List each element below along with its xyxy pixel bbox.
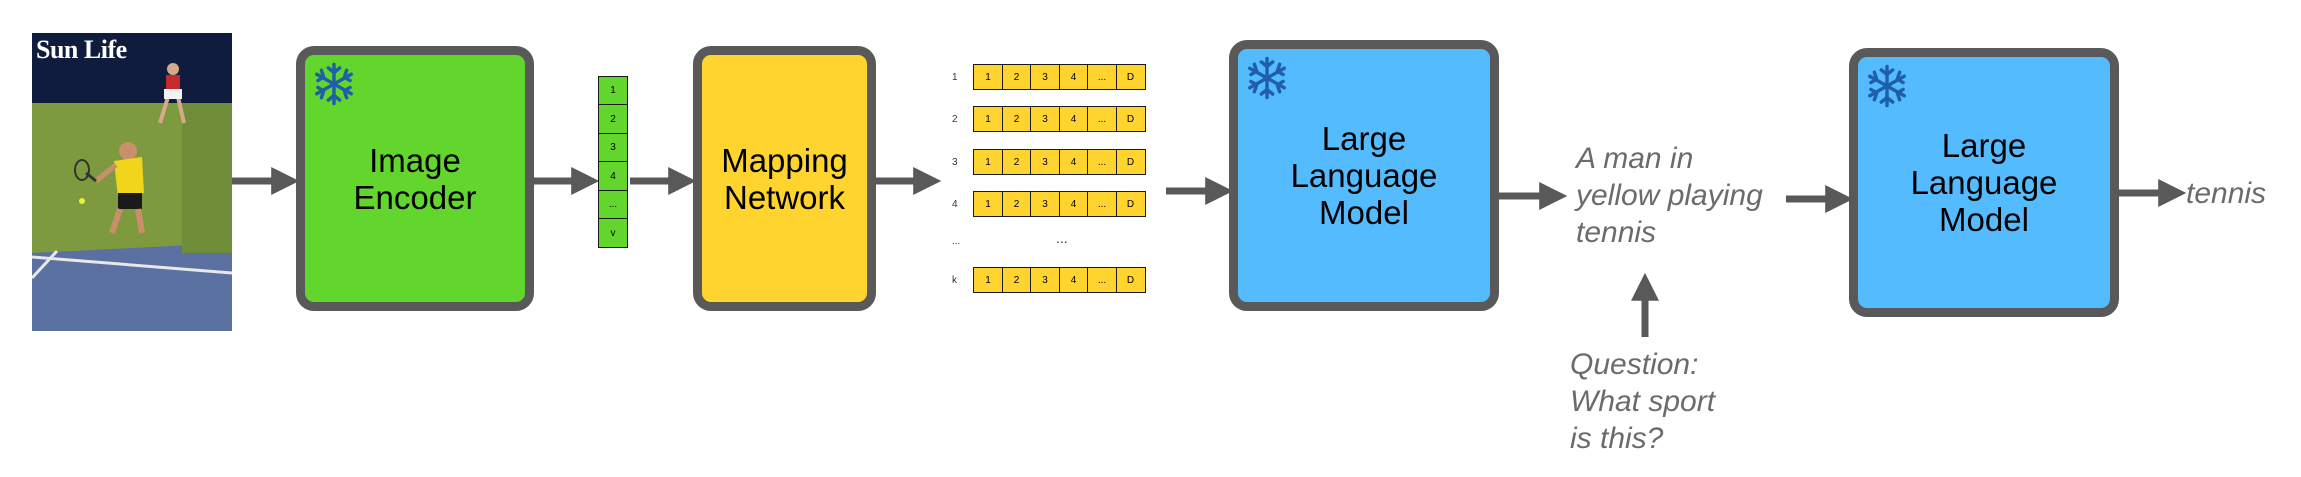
- snowflake-icon: [1248, 56, 1286, 100]
- vector-cell: ...: [598, 189, 628, 220]
- token-cell: 1: [973, 267, 1003, 293]
- token-cell: D: [1115, 191, 1146, 217]
- token-cell: 3: [1030, 64, 1060, 90]
- token-cell: 1: [973, 106, 1003, 132]
- token-cell: 3: [1030, 191, 1060, 217]
- token-gap-marker: ...: [1056, 230, 1068, 246]
- token-row: 1 2 3 4 ... D: [973, 149, 1146, 175]
- token-cell: ...: [1087, 191, 1117, 217]
- token-cell: 3: [1030, 267, 1060, 293]
- token-cell: 4: [1058, 267, 1089, 293]
- token-row-label: 2: [952, 114, 958, 125]
- token-cell: 2: [1001, 106, 1032, 132]
- token-cell: 4: [1058, 64, 1089, 90]
- tennis-photo: [32, 33, 232, 331]
- token-row-label: 1: [952, 72, 958, 83]
- vector-cell: 2: [598, 104, 628, 134]
- token-row-label: k: [952, 275, 957, 286]
- vector-cell: 3: [598, 132, 628, 163]
- token-row-label: 3: [952, 157, 958, 168]
- token-cell: ...: [1087, 267, 1117, 293]
- token-cell: D: [1115, 64, 1146, 90]
- token-cell: ...: [1087, 64, 1117, 90]
- snowflake-icon: [1868, 64, 1906, 108]
- token-row: 1 2 3 4 ... D: [973, 64, 1146, 90]
- token-cell: ...: [1087, 106, 1117, 132]
- token-gap-label: ...: [952, 236, 961, 247]
- question-text: Question: What sport is this?: [1570, 348, 1716, 455]
- vector-cell: 4: [598, 161, 628, 191]
- token-cell: 2: [1001, 149, 1032, 175]
- photo-brand-text: Sun Life: [36, 35, 127, 64]
- token-cell: 4: [1058, 149, 1089, 175]
- token-row-label: 4: [952, 199, 958, 210]
- token-cell: ...: [1087, 149, 1117, 175]
- token-row: 1 2 3 4 ... D: [973, 191, 1146, 217]
- token-cell: 1: [973, 149, 1003, 175]
- embedding-vector: 1 2 3 4 ... v: [598, 75, 628, 248]
- token-cell: 2: [1001, 64, 1032, 90]
- token-cell: 1: [973, 191, 1003, 217]
- token-cell: 4: [1058, 191, 1089, 217]
- token-cell: 2: [1001, 267, 1032, 293]
- generated-caption: A man in yellow playing tennis: [1576, 142, 1763, 249]
- token-cell: D: [1115, 106, 1146, 132]
- token-cell: D: [1115, 149, 1146, 175]
- token-row: 1 2 3 4 ... D: [973, 267, 1146, 293]
- token-cell: D: [1115, 267, 1146, 293]
- token-cell: 4: [1058, 106, 1089, 132]
- vector-cell: v: [598, 218, 628, 248]
- token-row: 1 2 3 4 ... D: [973, 106, 1146, 132]
- token-cell: 1: [973, 64, 1003, 90]
- input-image: Sun Life: [32, 33, 232, 331]
- vector-cell: 1: [598, 75, 628, 106]
- answer-text: tennis: [2186, 177, 2267, 210]
- token-cell: 3: [1030, 106, 1060, 132]
- snowflake-icon: [315, 62, 353, 106]
- token-cell: 3: [1030, 149, 1060, 175]
- token-cell: 2: [1001, 191, 1032, 217]
